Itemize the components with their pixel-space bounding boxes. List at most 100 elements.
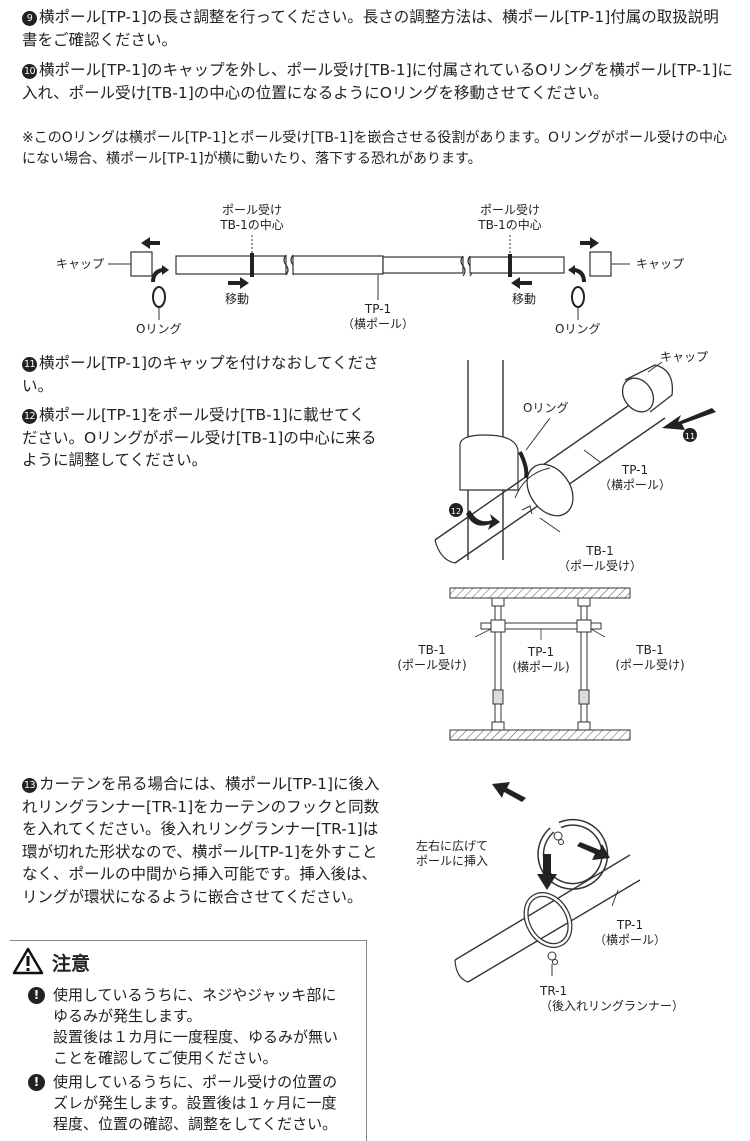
label-tp-d4-line2: （横ポール） (593, 933, 666, 947)
arrow-cap-right (580, 237, 599, 249)
pole-shape (175, 254, 565, 277)
label-tp-d4: TP-1 （横ポール） (590, 918, 670, 948)
label-instruction-line1: 左右に広げて (416, 839, 489, 853)
label-tb-right-d3-line1: TB-1 (636, 643, 664, 657)
ceiling-shape (449, 587, 631, 599)
label-tp-d3: TP-1 (横ポール) (506, 645, 576, 675)
label-tp-d1-line1: TP-1 (364, 302, 392, 316)
oring-band (518, 451, 529, 479)
label-cap-right: キャップ (636, 257, 685, 271)
label-tp-d2: TP-1 （横ポール） (595, 463, 675, 493)
mark-12 (449, 503, 463, 517)
label-tb-left-d3: TB-1 (ポール受け) (397, 643, 467, 673)
step-number-10: 10 (22, 64, 37, 79)
label-instruction-d4: 左右に広げて ポールに挿入 (416, 839, 502, 869)
right-post-shape (577, 597, 591, 731)
label-tr-d4: TR-1 （後入れリングランナー） (540, 984, 684, 1014)
left-post-shape (491, 597, 505, 731)
step-10-text: 横ポール[TP-1]のキャップを外し、ポール受け[TB-1]に付属されているOリ… (22, 61, 733, 102)
caution-1-line3: 設置後は１カ月に一度程度、ゆるみが無い (53, 1028, 339, 1046)
floor-shape (449, 729, 631, 741)
label-tb-center-left-line1: ポール受け (221, 203, 282, 217)
label-tr-d4-line1: TR-1 (540, 984, 568, 998)
label-oring-d2: Oリング (523, 401, 569, 415)
caution-box: 注意 ! 使用しているうちに、ネジやジャッキ部に ゆるみが発生します。 設置後は… (10, 940, 367, 1141)
arrow-step-12 (466, 510, 500, 530)
label-tb-center-right-line1: ポール受け (479, 203, 540, 217)
label-tp-d1: TP-1 （横ポール） (330, 302, 426, 332)
arrow-cap-left (141, 237, 160, 249)
cap-left-shape (130, 251, 153, 277)
caution-1-line1: 使用しているうちに、ネジやジャッキ部に (53, 986, 337, 1004)
step-number-9: 9 (22, 11, 37, 26)
cap-right-shape (589, 251, 612, 277)
label-tp-d1-line2: （横ポール） (341, 317, 414, 331)
step-number-12: 12 (22, 409, 37, 424)
arrow-move-left (511, 277, 532, 289)
arrow-spread-right (577, 842, 610, 860)
label-tb-center-right: ポール受け TB-1の中心 (470, 203, 550, 233)
label-tp-d2-line2: （横ポール） (598, 478, 671, 492)
step-13-text: カーテンを吊る場合には、横ポール[TP-1]に後入れリングランナー[TR-1]を… (22, 775, 380, 906)
diagram-pole-placement: 11 12 (434, 360, 716, 564)
step-12-text: 横ポール[TP-1]をポール受け[TB-1]に載せてください。Oリングがポール受… (22, 406, 377, 469)
label-tb-left-d3-line2: (ポール受け) (397, 658, 467, 672)
mark-12-text: 12 (451, 507, 461, 516)
caution-title: 注意 (52, 953, 91, 975)
label-tb-center-left: ポール受け TB-1の中心 (212, 203, 292, 233)
label-tp-d3-line1: TP-1 (527, 645, 555, 659)
bracket-shape (459, 434, 519, 491)
label-tp-d3-line2: (横ポール) (512, 660, 570, 674)
oring-on-pole-left (250, 253, 254, 277)
caution-2-line2: ズレが発生します。設置後は１ヶ月に一度 (53, 1094, 337, 1112)
caution-1-line4: ことを確認してご使用ください。 (53, 1049, 278, 1067)
exclamation-icon: ! (28, 1074, 45, 1091)
step-number-11: 11 (22, 357, 37, 372)
arrow-oring-left (151, 265, 169, 282)
diagram-oring-position (108, 235, 630, 320)
mark-11-text: 11 (685, 432, 695, 441)
label-tp-d2-line1: TP-1 (621, 463, 649, 477)
label-tb-center-left-line2: TB-1の中心 (220, 218, 284, 232)
oring-loose-right (571, 286, 585, 308)
pole-d4-shape (454, 854, 641, 983)
arrow-step-11 (662, 408, 716, 430)
arrow-down (537, 854, 557, 890)
label-oring-left: Oリング (136, 322, 182, 336)
caution-item-2: ! 使用しているうちに、ポール受けの位置の ズレが発生します。設置後は１ヶ月に一… (28, 1072, 358, 1135)
note-oring: ※このOリングは横ポール[TP-1]とポール受け[TB-1]を嵌合させる役割があ… (22, 130, 727, 167)
diagram-frame (449, 587, 631, 741)
label-tb-right-d3: TB-1 (ポール受け) (610, 643, 690, 673)
oring-on-pole-right (508, 254, 512, 277)
label-cap-d2: キャップ (660, 350, 709, 364)
label-move-left: 移動 (225, 292, 250, 306)
label-tb-d2-line2: （ポール受け） (557, 559, 642, 573)
label-cap-left: キャップ (56, 257, 105, 271)
label-tb-d2: TB-1 （ポール受け） (555, 544, 645, 574)
caution-2-line3: 程度、位置の確認、調整をしてください。 (53, 1115, 338, 1133)
caution-item-1: ! 使用しているうちに、ネジやジャッキ部に ゆるみが発生します。 設置後は１カ月… (28, 985, 358, 1069)
warning-triangle-icon (12, 947, 44, 975)
caution-1-line2: ゆるみが発生します。 (53, 1007, 202, 1025)
cap-3d-shape (621, 364, 674, 413)
label-tb-left-d3-line1: TB-1 (418, 643, 446, 657)
step-11-text: 横ポール[TP-1]のキャップを付けなおしてください。 (22, 354, 379, 395)
label-tb-d2-line1: TB-1 (586, 544, 614, 558)
step-9-text: 横ポール[TP-1]の長さ調整を行ってください。長さの調整方法は、横ポール[TP… (22, 8, 719, 49)
diagram-ring-runner (454, 782, 641, 983)
label-tb-right-d3-line2: (ポール受け) (615, 658, 685, 672)
label-oring-right: Oリング (555, 322, 601, 336)
label-tp-d4-line1: TP-1 (616, 918, 644, 932)
mark-11 (683, 428, 697, 442)
arrow-oring-right (568, 265, 586, 282)
arrow-spread-left (492, 782, 526, 802)
oring-loose-left (152, 286, 166, 308)
label-tr-d4-line2: （後入れリングランナー） (540, 999, 685, 1013)
label-tb-center-right-line2: TB-1の中心 (478, 218, 542, 232)
arrow-move-right (228, 277, 249, 289)
